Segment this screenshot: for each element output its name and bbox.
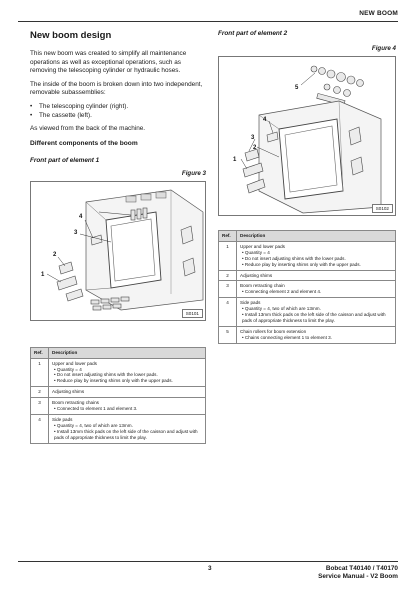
description-cell: Adjusting shims: [236, 269, 396, 282]
table-row: 1 Upper and lower pads • Quantity = 4 • …: [218, 240, 396, 271]
ref-cell: 3: [30, 397, 49, 415]
description-title: Upper and lower pads: [52, 360, 97, 366]
page-footer: 3 Bobcat T40140 / T40170 Service Manual …: [18, 561, 398, 580]
callout-1: 1: [41, 272, 45, 278]
intro-paragraph: This new boom was created to simplify al…: [30, 50, 187, 75]
figure3-code: S0101: [181, 308, 203, 318]
components-heading: Different components of the boom: [30, 139, 138, 147]
figure4-code: S0102: [371, 204, 393, 213]
description-column-header: Description: [236, 230, 396, 242]
callout-4: 4: [79, 214, 83, 220]
table-row: 3 Boom retracting chains • Connected to …: [30, 397, 206, 415]
left-column: New boom design This new boom was create…: [30, 30, 206, 444]
figure3-reference-table: Ref. Description 1 Upper and lower pads …: [30, 346, 206, 444]
description-cell: Adjusting shims: [48, 386, 206, 399]
description-cell: Upper and lower pads • Quantity = 4 • Do…: [236, 240, 396, 271]
description-detail: • Reduce play by inserting shims only wi…: [242, 261, 361, 267]
ref-column-header: Ref.: [30, 346, 49, 359]
callout-3: 3: [74, 230, 78, 236]
page-number: 3: [208, 565, 212, 572]
description-cell: Boom retracting chain • Connecting eleme…: [236, 280, 396, 299]
subassembly-list: The telescoping cylinder (right). The ca…: [30, 103, 206, 120]
table-header-row: Ref. Description: [30, 346, 206, 359]
ref-cell: 4: [218, 297, 237, 327]
description-detail: • Quantity = 4, two of which are 13mm.: [242, 306, 321, 312]
table-header-row: Ref. Description: [218, 230, 396, 242]
description-title: Adjusting shims: [52, 389, 85, 395]
callout-3: 3: [251, 135, 255, 141]
ref-cell: 1: [30, 357, 49, 388]
description-title: Adjusting shims: [240, 272, 273, 278]
callout-5: 5: [295, 85, 299, 91]
manual-name: Service Manual - V2 Boom: [318, 573, 398, 580]
table-row: 2 Adjusting shims: [218, 269, 396, 282]
callout-4: 4: [263, 117, 267, 123]
description-detail: • Chains connecting element 1 to element…: [242, 334, 332, 340]
ref-cell: 3: [218, 280, 237, 299]
description-title: Chain rollers for boom extension: [240, 328, 307, 334]
section-title: NEW BOOM: [359, 10, 398, 17]
description-cell: Upper and lower pads • Quantity = 4 • Do…: [48, 357, 206, 388]
view-note: As viewed from the back of the machine.: [30, 125, 146, 133]
description-title: Upper and lower pads: [240, 243, 285, 249]
figure4-label: Figure 4: [371, 45, 396, 52]
page-header: NEW BOOM: [18, 8, 398, 22]
callout-2: 2: [253, 145, 257, 151]
description-title: Side pads: [52, 417, 73, 422]
table-row: 4 Side pads • Quantity = 4, two of which…: [30, 414, 206, 444]
description-title: Side pads: [240, 300, 261, 306]
subassembly-paragraph: The inside of the boom is broken down in…: [30, 80, 203, 97]
description-detail: • Connecting element 2 and element 4.: [242, 289, 322, 295]
description-title: Boom retracting chain: [240, 283, 285, 289]
description-cell: Side pads • Quantity = 4, two of which a…: [236, 297, 396, 327]
list-item: The cassette (left).: [30, 112, 206, 121]
ref-cell: 1: [218, 240, 237, 271]
ref-cell: 2: [218, 269, 237, 282]
description-detail: • Quantity = 4: [242, 249, 270, 255]
description-detail: • Do not insert adjusting shims with the…: [242, 255, 346, 261]
figure3-drawing: 4 3 2 1 S0101: [30, 180, 206, 321]
figure4-reference-table: Ref. Description 1 Upper and lower pads …: [218, 230, 396, 344]
ref-cell: 2: [30, 386, 49, 399]
manual-title: Bobcat T40140 / T40170 Service Manual - …: [318, 565, 398, 581]
description-column-header: Description: [48, 346, 206, 359]
description-title: Boom retracting chains: [52, 400, 99, 406]
callout-1: 1: [233, 157, 237, 163]
table-row: 5 Chain rollers for boom extension • Cha…: [218, 325, 396, 344]
boom-element1-illustration: 4 3 2 1: [41, 189, 204, 311]
boom-element2-illustration: 5 4 3 2 1: [233, 65, 382, 214]
description-detail: • Quantity = 4: [54, 366, 82, 372]
table-row: 3 Boom retracting chain • Connecting ele…: [218, 280, 396, 299]
callout-2: 2: [53, 252, 57, 258]
ref-column-header: Ref.: [218, 230, 237, 242]
figure4-drawing: 5 4 3 2 1 S0102: [218, 56, 396, 216]
figure3-label: Figure 3: [181, 169, 206, 177]
ref-cell: 4: [30, 414, 49, 444]
ref-cell: 5: [218, 325, 237, 344]
figure4-heading: Front part of element 2: [218, 30, 288, 37]
description-detail: • Install 13mm thick pads on the left si…: [242, 312, 386, 323]
description-cell: Boom retracting chains • Connected to el…: [48, 397, 206, 415]
table-row: 4 Side pads • Quantity = 4, two of which…: [218, 297, 396, 327]
table-row: 1 Upper and lower pads • Quantity = 4 • …: [30, 357, 206, 388]
description-detail: • Install 13mm thick pads on the left si…: [54, 428, 198, 440]
description-cell: Chain rollers for boom extension • Chain…: [236, 325, 396, 344]
description-detail: • Reduce play by inserting shims only wi…: [54, 378, 173, 384]
description-cell: Side pads • Quantity = 4, two of which a…: [48, 414, 206, 444]
description-detail: • Do not insert adjusting shims with the…: [54, 372, 158, 378]
description-detail: • Quantity = 4, two of which are 13mm.: [54, 422, 133, 428]
description-detail: • Connected to element 1 and element 3.: [54, 406, 138, 412]
table-row: 2 Adjusting shims: [30, 386, 206, 399]
figure3-heading: Front part of element 1: [30, 156, 100, 164]
page-title: New boom design: [30, 30, 112, 41]
right-column: Front part of element 2 Figure 4: [218, 30, 396, 344]
model-name: Bobcat T40140 / T40170: [325, 565, 398, 572]
list-item: The telescoping cylinder (right).: [30, 103, 206, 112]
